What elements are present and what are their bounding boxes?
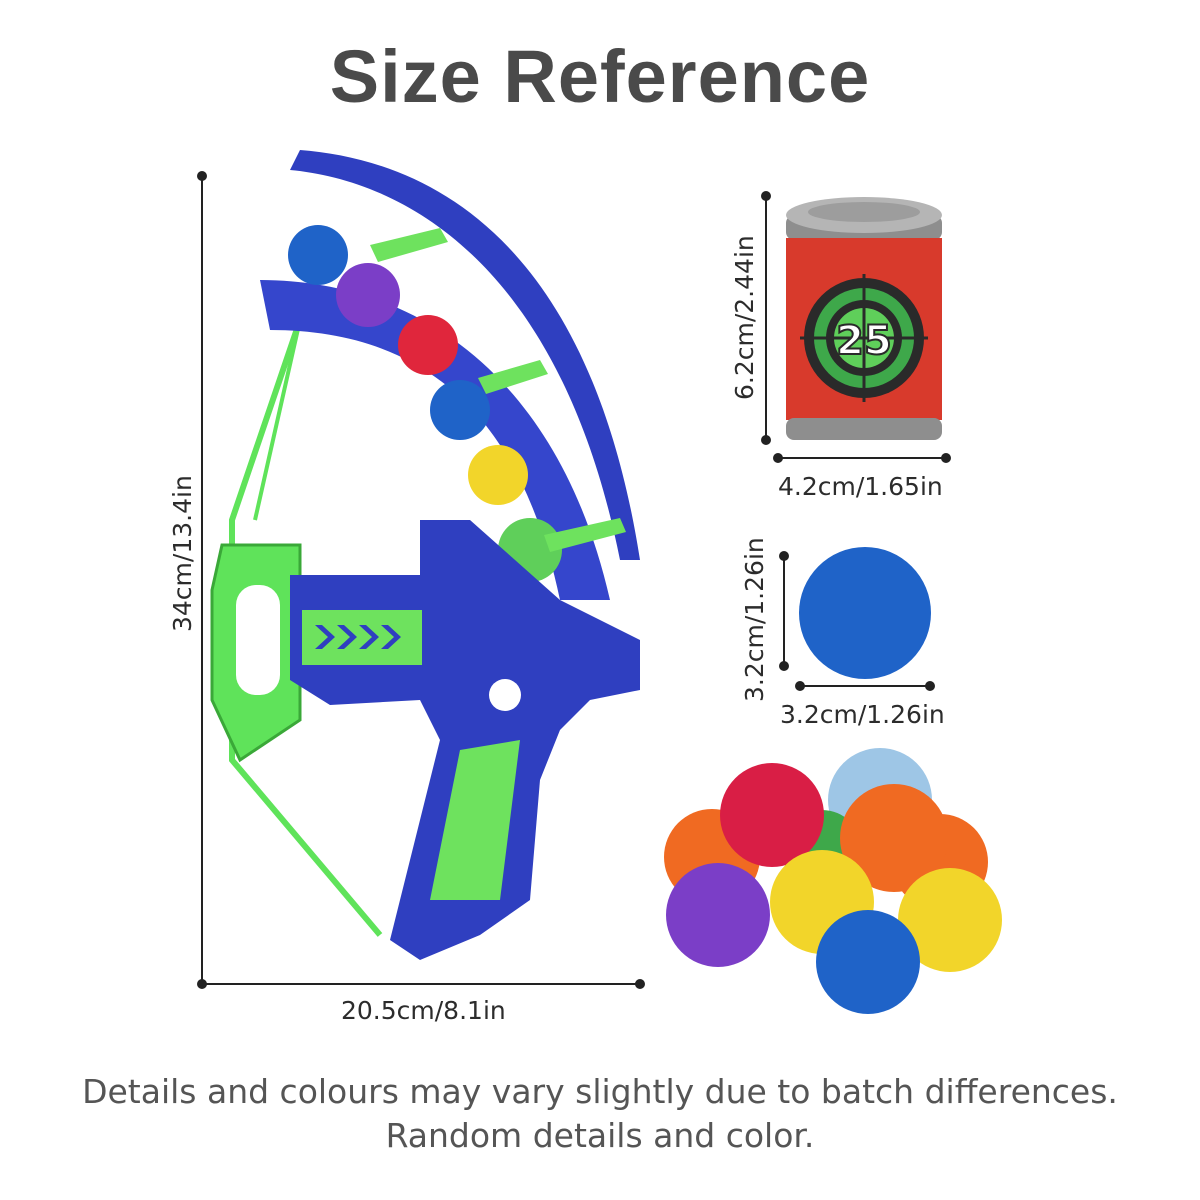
foam-ball-pile-image xyxy=(664,748,1002,1014)
can-width-dimension-line xyxy=(773,453,951,463)
footer-disclaimer-line2: Random details and color. xyxy=(385,1116,815,1155)
can-target-number: 25 xyxy=(836,318,892,364)
target-can-image xyxy=(786,197,942,440)
bow-height-dimension-line xyxy=(197,171,207,989)
ball-height-label: 3.2cm/1.26in xyxy=(740,537,769,702)
bow-image xyxy=(210,150,640,960)
page-title: Size Reference xyxy=(329,35,871,118)
bow-width-dimension-line xyxy=(202,979,645,989)
can-width-label: 4.2cm/1.65in xyxy=(778,472,943,501)
can-height-dimension-line xyxy=(761,191,771,445)
foam-ball-image xyxy=(799,547,931,679)
bow-width-label: 20.5cm/8.1in xyxy=(341,996,506,1025)
ball-height-dimension-line xyxy=(779,551,789,671)
ball-width-dimension-line xyxy=(795,681,935,691)
can-height-label: 6.2cm/2.44in xyxy=(730,235,759,400)
footer-disclaimer-line1: Details and colours may vary slightly du… xyxy=(82,1072,1118,1111)
ball-width-label: 3.2cm/1.26in xyxy=(780,700,945,729)
bow-height-label: 34cm/13.4in xyxy=(168,475,197,632)
